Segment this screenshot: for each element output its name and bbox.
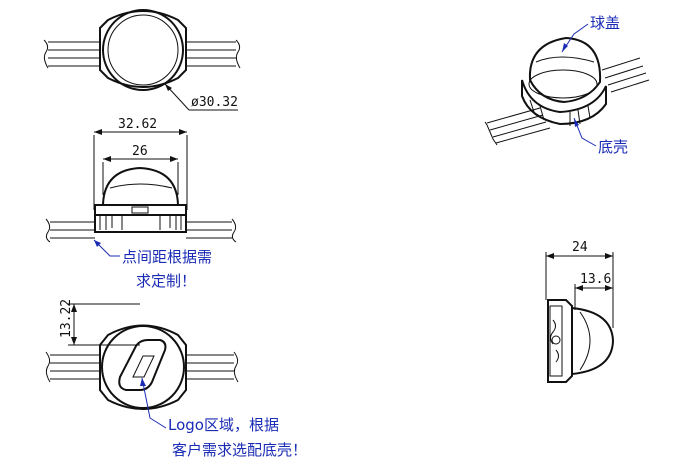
dome-width-label: 26 [132,144,148,159]
diameter-label: ø30.32 [191,95,238,110]
bottom-view-cables-right [185,354,234,380]
iso-cables-right [601,57,650,93]
overall-width-label: 32.62 [118,117,157,132]
dome-depth-label: 13.6 [580,272,611,287]
height-label: 13.22 [59,299,74,338]
dome-cover-label: 球盖 [590,14,620,32]
bottom-view-body [99,324,187,410]
front-view-cables-left [50,221,95,239]
pitch-note-leader [93,239,120,257]
pitch-note-line1: 点间距根据需 [122,248,212,266]
bottom-view-outline [101,325,185,409]
logo-note-leader [141,377,167,429]
bottom-view: 13.22 Logo区域，根据 客户需求选配底壳！ [45,299,307,459]
iso-dome [528,36,602,104]
bottom-view-cables-left [50,354,100,380]
depth-label: 24 [572,240,588,255]
side-profile-base [547,299,573,383]
logo-note-line2: 客户需求选配底壳！ [172,441,307,459]
front-view-cables-right [186,221,232,239]
iso-base [521,79,607,126]
top-view-cables-left [43,39,100,69]
pitch-note-line2: 求定制！ [136,272,196,290]
top-view-dome-inner [107,14,179,86]
isometric-view: 球盖 底壳 [484,14,650,156]
top-view: ø30.32 [43,9,241,111]
iso-cables-left [486,107,551,144]
front-view-dome [102,166,179,206]
side-profile-dome [571,307,615,375]
side-profile-view: 24 13.6 [545,240,615,383]
logo-area [118,339,167,391]
front-view-base [94,215,187,233]
front-view-base-top [94,204,187,216]
top-view-cables-right [185,39,241,69]
front-view: 32.62 26 点间距根据需 求定制！ [45,117,237,290]
base-shell-label: 底壳 [598,138,628,156]
top-view-dome-outline [102,9,184,91]
logo-note-line1: Logo区域，根据 [168,416,279,434]
